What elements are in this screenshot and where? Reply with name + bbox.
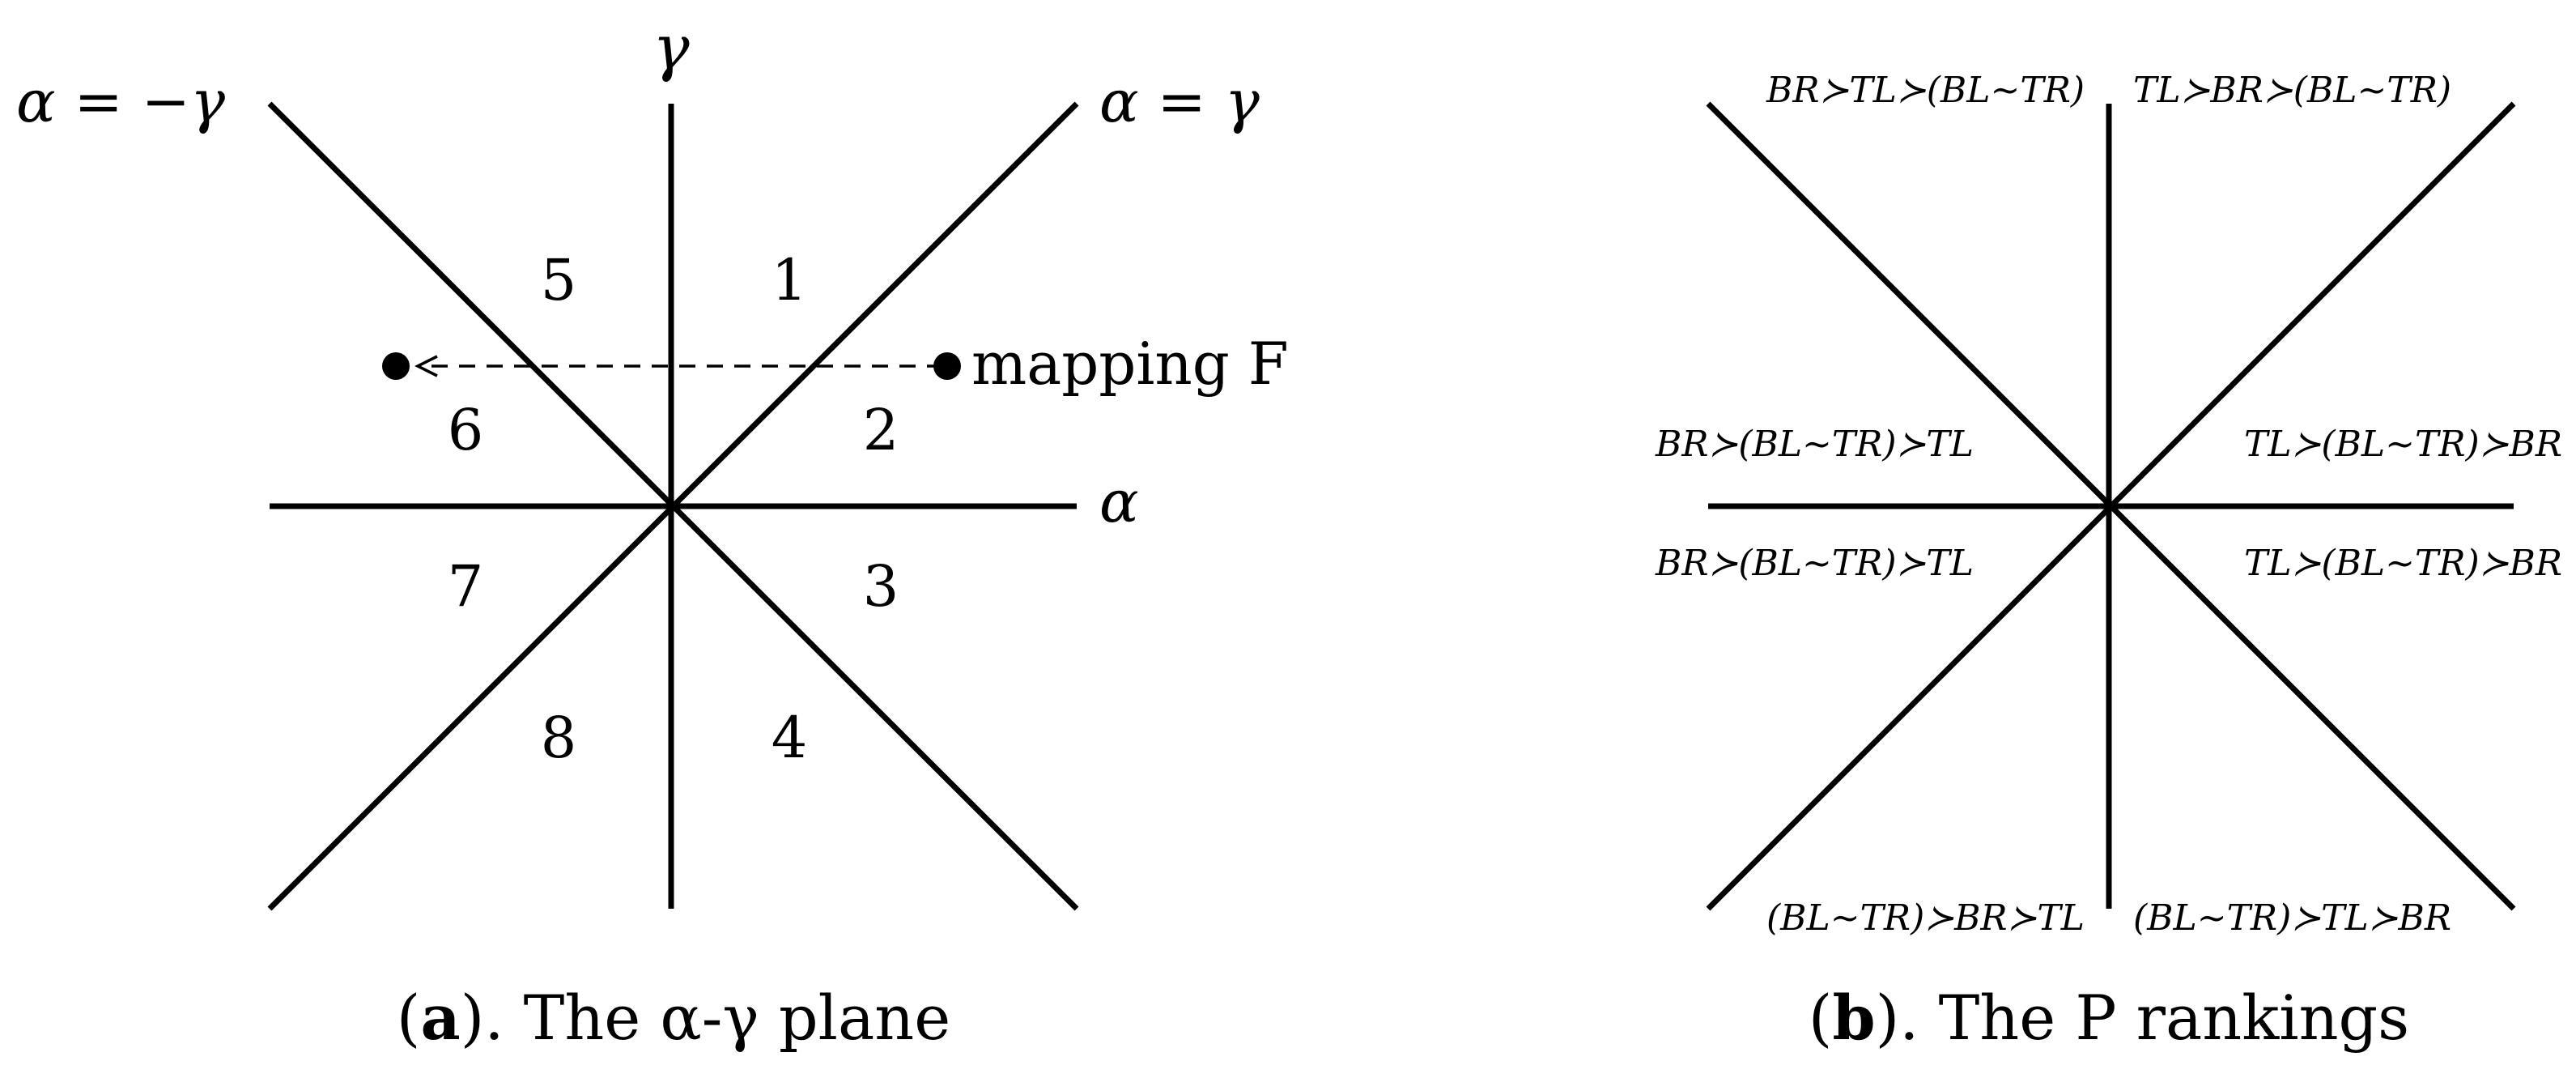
region-7: 7 xyxy=(448,553,484,620)
region-2: 2 xyxy=(863,397,899,463)
ranking-upper-left: BR≻(BL∼TR)≻TL xyxy=(1655,424,1974,465)
ranking-lower-right: TL≻(BL∼TR)≻BR xyxy=(2244,543,2562,584)
caption-a: (a). The α-γ plane xyxy=(397,982,950,1054)
mapping-source-dot xyxy=(933,352,961,380)
mapping-arrow-head xyxy=(414,355,438,377)
diagonal-neg-label: α = −γ xyxy=(16,67,226,135)
caption-a-text: . The α-γ plane xyxy=(484,982,950,1054)
ranking-bottom-right: (BL∼TR)≻TL≻BR xyxy=(2133,897,2451,939)
mapping-label: mapping F xyxy=(971,330,1289,398)
caption-b-letter: b xyxy=(1832,982,1875,1054)
caption-b: (b). The P rankings xyxy=(1809,982,2409,1054)
caption-b-text: . The P rankings xyxy=(1899,982,2409,1054)
region-8: 8 xyxy=(541,705,577,771)
caption-a-letter: a xyxy=(420,982,460,1054)
region-3: 3 xyxy=(863,553,899,620)
ranking-lower-left: BR≻(BL∼TR)≻TL xyxy=(1655,543,1974,584)
mapping-target-dot xyxy=(382,352,410,380)
panel-b-p-rankings: BR≻TL≻(BL∼TR) TL≻BR≻(BL∼TR) BR≻(BL∼TR)≻T… xyxy=(1655,70,2562,1054)
region-6: 6 xyxy=(448,397,484,463)
alpha-axis-label: α xyxy=(1099,467,1139,535)
b-diagonal-pos xyxy=(1706,101,2516,911)
diagonal-alpha-eq-gamma xyxy=(267,101,1079,911)
ranking-bottom-left: (BL∼TR)≻BR≻TL xyxy=(1766,897,2085,939)
ranking-top-right: TL≻BR≻(BL∼TR) xyxy=(2133,70,2451,111)
panel-a-alpha-gamma-plane: γ α α = −γ α = γ 1 2 3 4 5 6 7 8 mapping… xyxy=(16,11,1289,1054)
ranking-top-left: BR≻TL≻(BL∼TR) xyxy=(1766,70,2085,111)
ranking-upper-right: TL≻(BL∼TR)≻BR xyxy=(2244,424,2562,465)
region-5: 5 xyxy=(541,247,577,313)
region-4: 4 xyxy=(772,705,808,771)
region-1: 1 xyxy=(772,247,808,313)
diagonal-pos-label: α = γ xyxy=(1099,67,1260,135)
gamma-axis-label: γ xyxy=(653,11,690,83)
